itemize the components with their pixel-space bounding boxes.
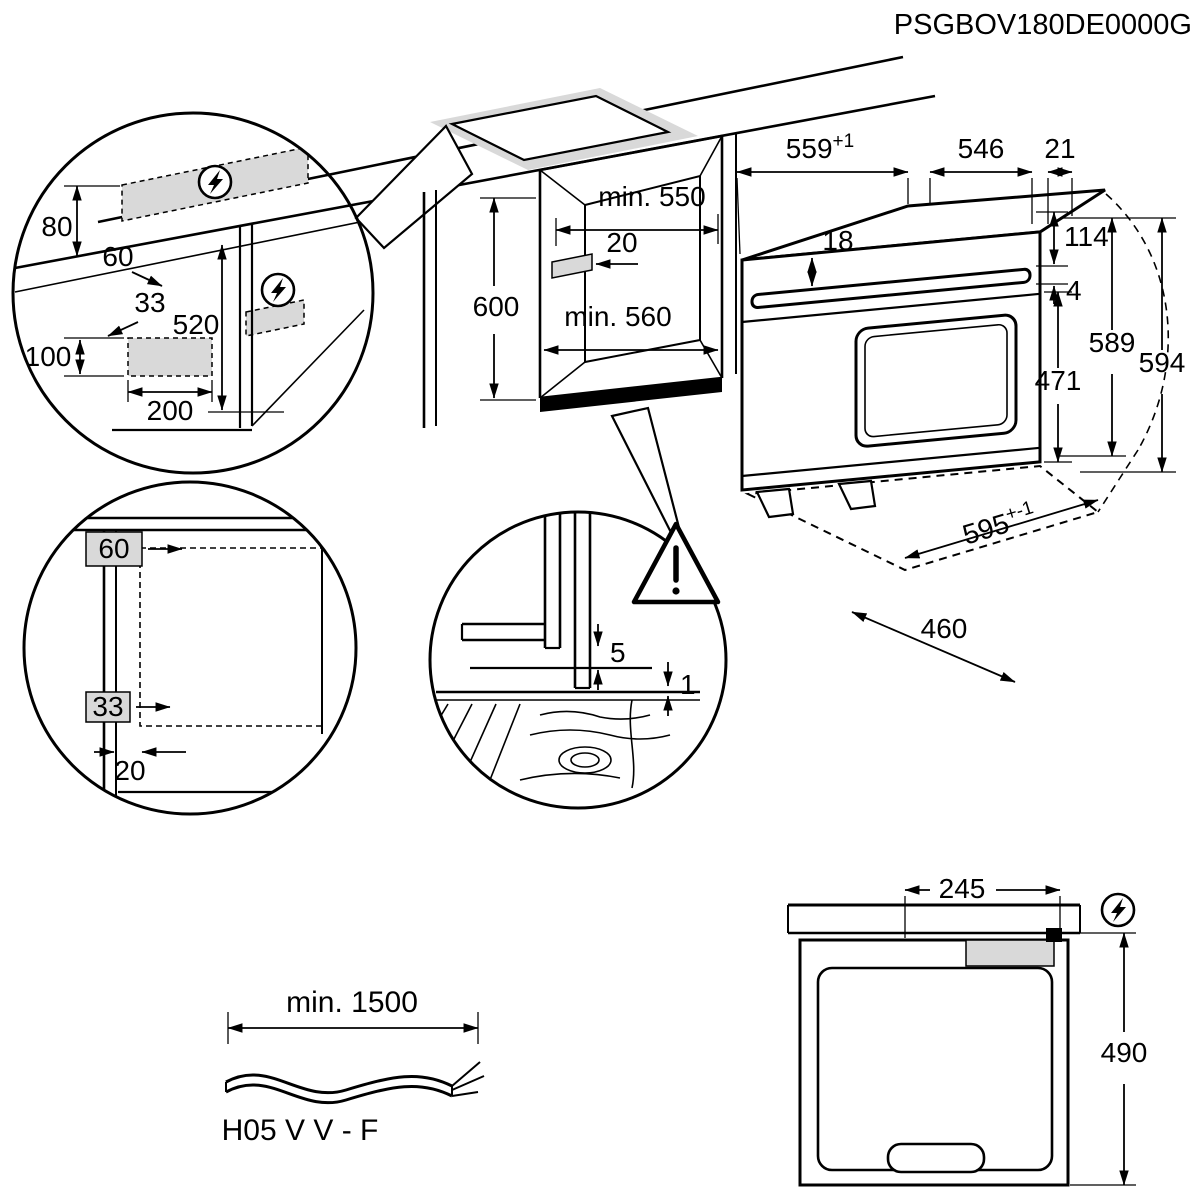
dim-5-label: 5 xyxy=(610,637,626,668)
cable-wire-strand xyxy=(451,1061,481,1087)
dim-100-label: 100 xyxy=(25,341,72,372)
oven-handle xyxy=(750,267,1032,310)
dim-min550-label: min. 550 xyxy=(598,181,705,212)
dim-200-label: 200 xyxy=(147,395,194,426)
niche-view: 600 min. 550 20 min. 560 xyxy=(422,132,737,571)
front-dim-33-label: 33 xyxy=(92,691,123,722)
oven-perspective: 559+1 546 21 18 114 4 471 589 xyxy=(736,131,1186,683)
front-section-detail: 60 33 20 xyxy=(22,480,358,816)
dim-80-label: 80 xyxy=(41,211,72,242)
dim-114-label: 114 xyxy=(1064,221,1109,252)
dim-min560-label: min. 560 xyxy=(564,301,671,332)
side-section-detail: 80 60 520 33 100 200 xyxy=(11,111,375,475)
gap-detail: 5 1 xyxy=(428,510,728,810)
dim-33-label: 33 xyxy=(134,287,165,318)
dim-520-label: 520 xyxy=(173,309,220,340)
front-dim-20-label: 20 xyxy=(114,755,145,786)
door-swing-arc xyxy=(1105,193,1169,451)
oven-front-face xyxy=(740,230,1042,492)
connection-box xyxy=(965,939,1055,967)
power-cable-detail: min. 1500 H05 V V - F xyxy=(222,986,485,1147)
dim-546-label: 546 xyxy=(958,133,1005,164)
top-view: 245 490 xyxy=(787,873,1148,1187)
niche-power-zone xyxy=(551,253,593,279)
dim-589-label: 589 xyxy=(1089,327,1136,358)
power-zone-33 xyxy=(85,691,131,723)
gap-detail-circle xyxy=(428,510,728,810)
dim-21-label: 21 xyxy=(1044,133,1075,164)
dim-594-label: 594 xyxy=(1139,347,1186,378)
front-dim-60-label: 60 xyxy=(98,533,129,564)
power-connection-icon xyxy=(1100,892,1136,928)
cable-line xyxy=(225,1073,453,1095)
dim-471-label: 471 xyxy=(1035,365,1082,396)
power-connection-icon xyxy=(260,272,296,308)
cable-type-label: H05 V V - F xyxy=(222,1114,379,1147)
side-detail-circle xyxy=(11,111,375,475)
power-connection-icon xyxy=(197,164,233,200)
document-code: PSGBOV180DE0000G xyxy=(894,9,1192,41)
pointer-to-side-detail xyxy=(354,124,474,250)
power-zone-60 xyxy=(85,531,143,567)
dim-460-label: 460 xyxy=(921,613,968,644)
cable-entry-point xyxy=(1046,928,1062,942)
oven-foot xyxy=(755,487,795,519)
countertop-perspective xyxy=(14,55,936,270)
power-connection-zone-3 xyxy=(127,337,213,377)
warning-icon xyxy=(631,521,721,605)
front-detail-circle xyxy=(22,480,358,816)
oven-foot xyxy=(837,479,877,511)
cable-min-length-label: min. 1500 xyxy=(286,986,418,1019)
open-door-outline xyxy=(744,464,1101,572)
dim-18-label: 18 xyxy=(822,225,853,256)
dim-245-label: 245 xyxy=(939,873,986,904)
vent-strip xyxy=(540,378,722,412)
niche-outline-dashed xyxy=(139,547,323,727)
dim-490-label: 490 xyxy=(1101,1037,1148,1068)
dim-559-label: 559+1 xyxy=(786,131,854,164)
oven-door-window xyxy=(854,313,1018,448)
dim-600-label: 600 xyxy=(473,291,520,322)
hob-cutout-hole xyxy=(448,94,672,162)
oven-top-notch xyxy=(886,1142,986,1174)
dim-1-label: 1 xyxy=(680,669,696,700)
dim-4-label: 4 xyxy=(1066,275,1082,306)
dim-595-label: 595+-1 xyxy=(958,497,1039,550)
dim-20-label: 20 xyxy=(606,227,637,258)
dim-60-label: 60 xyxy=(102,241,133,272)
